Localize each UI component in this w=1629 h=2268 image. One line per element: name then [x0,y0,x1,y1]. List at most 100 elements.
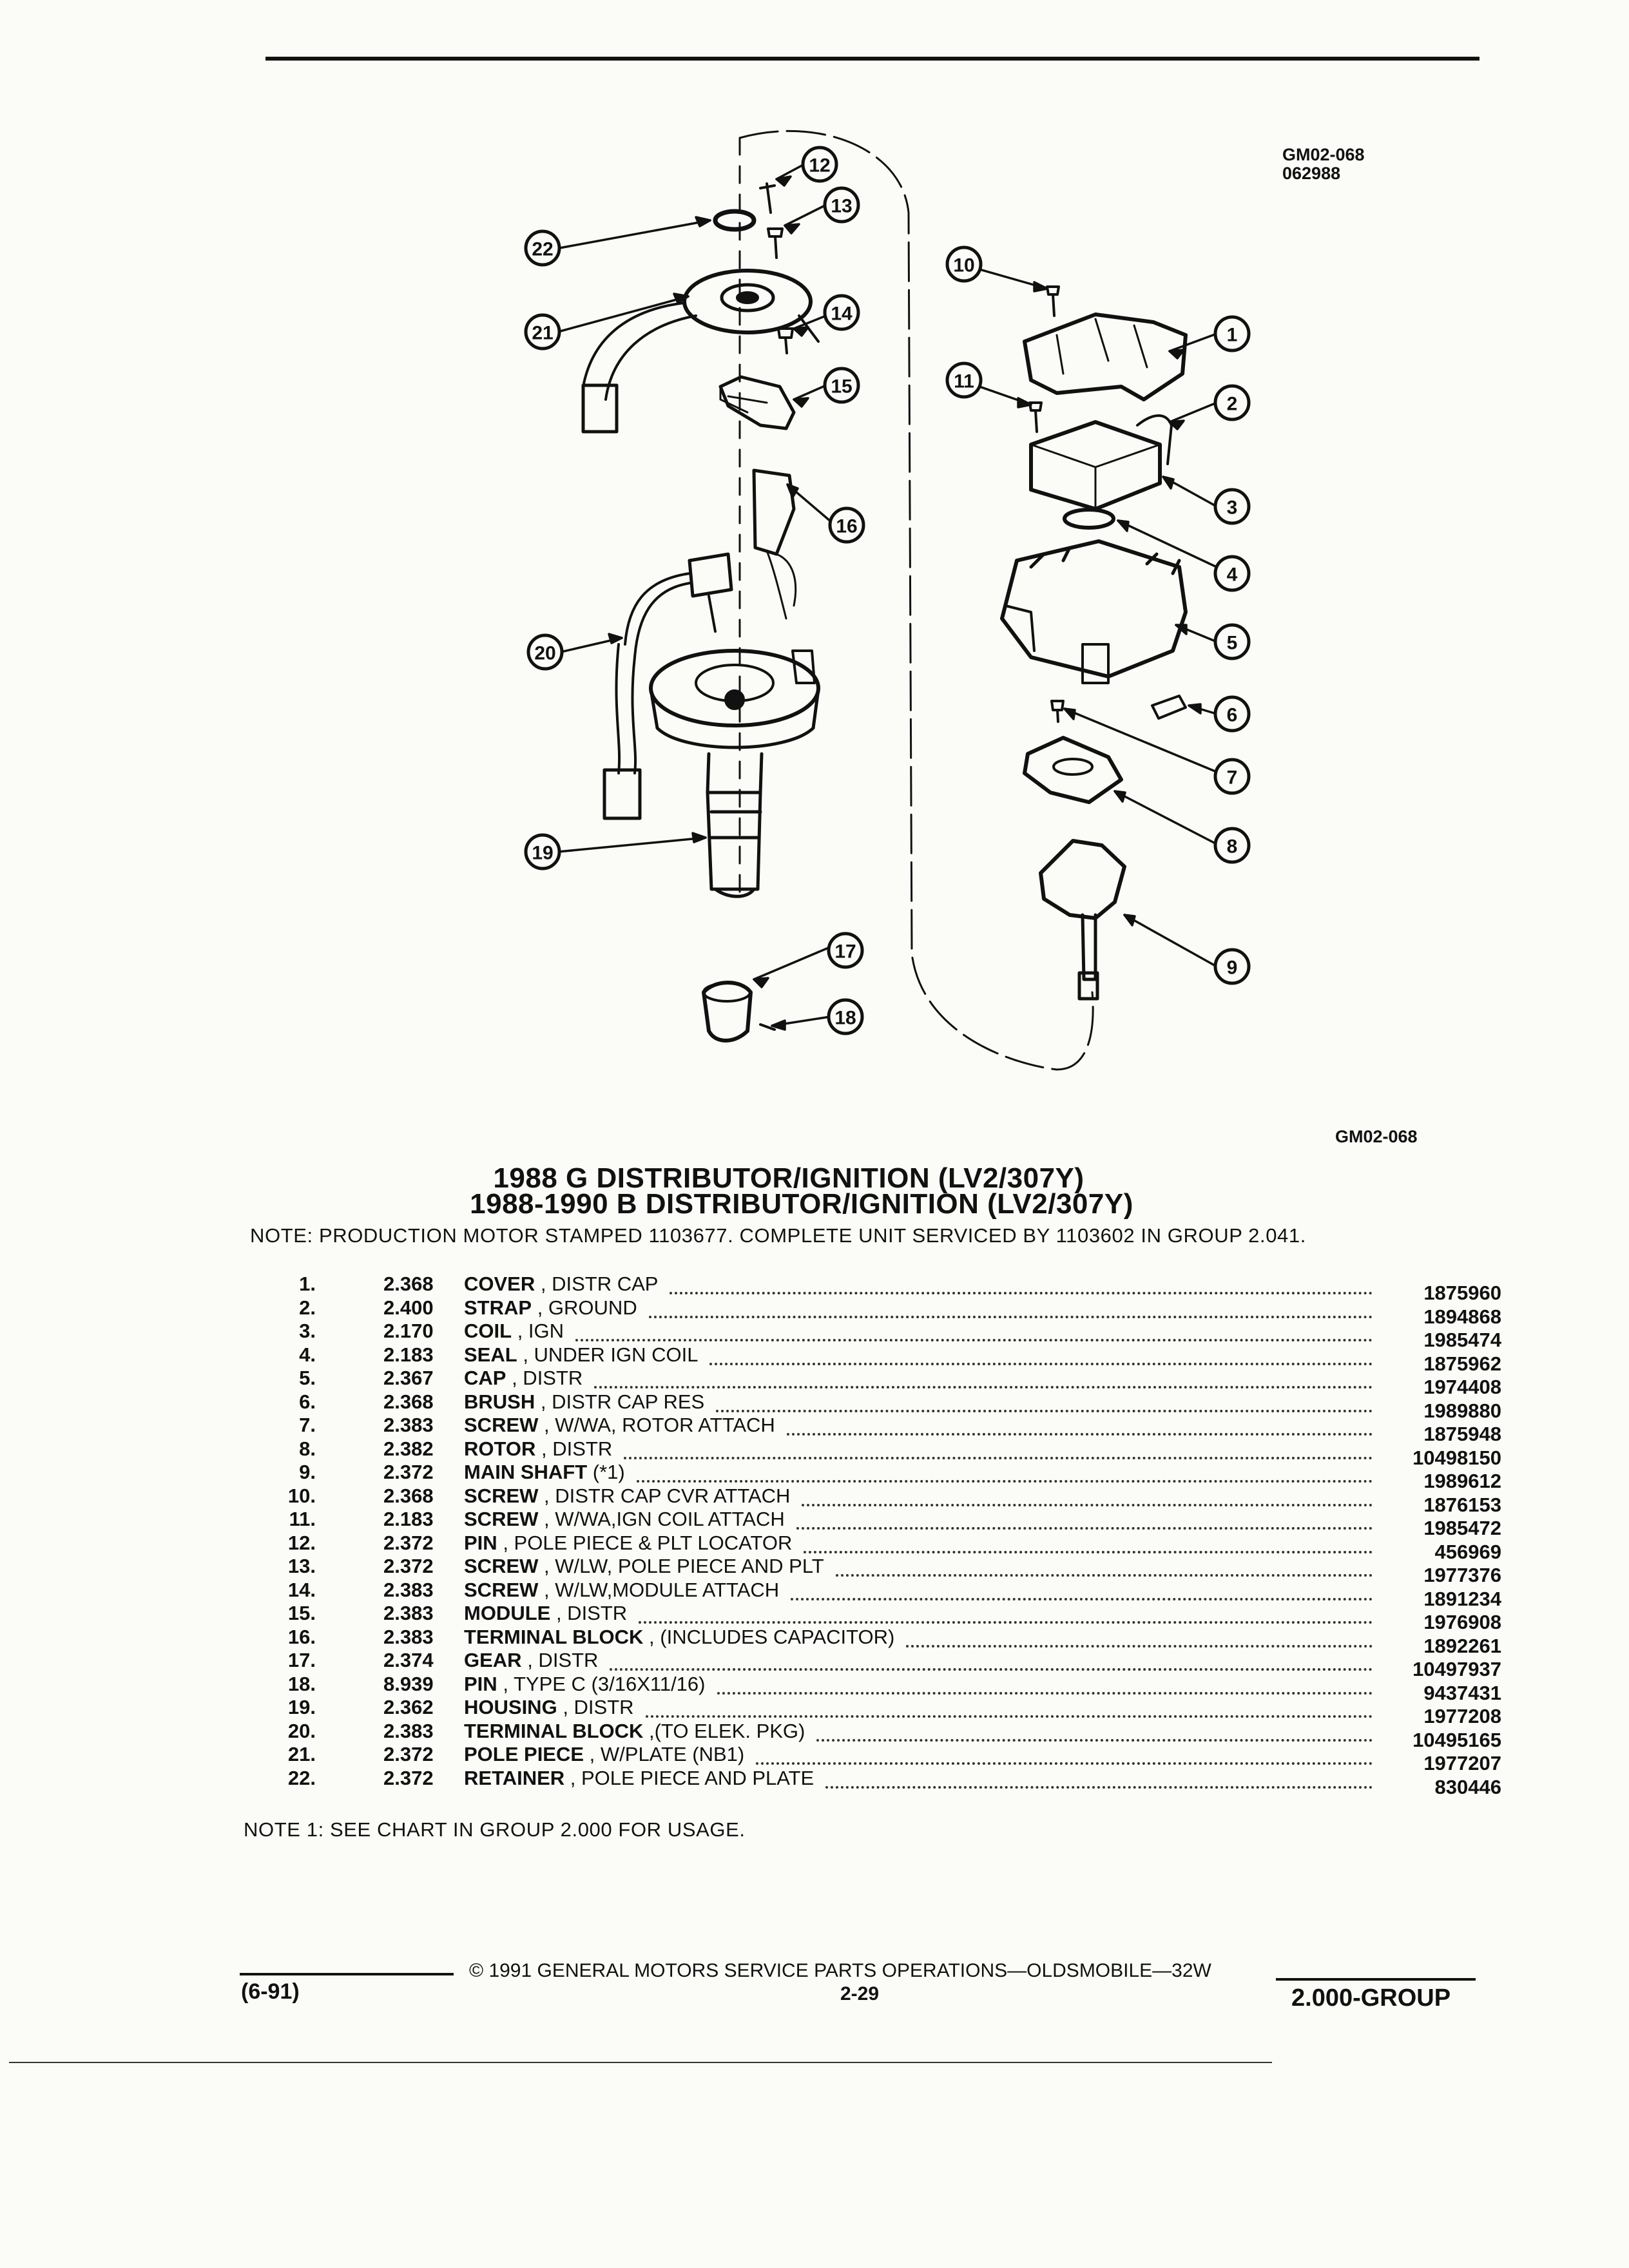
leader-22 [558,219,711,249]
group-number: 2.368 [383,1390,434,1413]
part-number: 1989880 [1423,1399,1501,1422]
part-number: 1876153 [1423,1493,1501,1516]
main-shaft-part [1039,839,1126,920]
dot-leader [796,1508,1373,1530]
screw-part-7 [1050,700,1065,723]
callout-9 [1213,948,1251,985]
part-number: 1989612 [1423,1470,1501,1492]
item-number: 3. [299,1320,316,1342]
callout-label-12: 12 [809,155,830,177]
callout-10 [945,245,983,283]
dot-leader [575,1320,1373,1341]
callout-label-9: 9 [1227,957,1238,979]
callout-5 [1213,623,1251,660]
part-name: POLE PIECE [464,1743,584,1765]
part-detail: , DISTR [512,1367,583,1389]
group-number: 2.183 [383,1508,434,1530]
part-description: SCREW , W/WA,IGN COIL ATTACH [464,1508,785,1531]
part-number: 1977207 [1423,1752,1501,1774]
page-number: 2-29 [840,1983,880,2004]
leader-14 [793,314,827,330]
callout-label-1: 1 [1227,325,1238,346]
group-number: 2.372 [383,1555,434,1577]
dot-leader [717,1673,1373,1695]
dot-leader [646,1696,1373,1718]
footer-rule-left [240,1973,454,1975]
part-number: 1985474 [1423,1329,1501,1351]
cover-part [1023,312,1188,401]
part-name: SCREW [464,1508,539,1530]
part-description: PIN , POLE PIECE & PLT LOCATOR [464,1532,792,1555]
retainer-part [713,209,757,232]
callout-21 [524,313,561,351]
group-number: 2.383 [383,1578,434,1601]
callout-label-3: 3 [1227,497,1238,519]
callout-label-18: 18 [834,1008,856,1029]
callout-label-17: 17 [834,941,856,963]
callout-label-11: 11 [954,371,974,392]
dot-leader [825,1767,1373,1789]
group-number: 2.372 [383,1766,434,1789]
part-detail: , DISTR [541,1437,613,1460]
callout-label-16: 16 [836,516,857,537]
assembly-guide-line [738,130,1094,1071]
part-detail: , W/PLATE (NB1) [589,1743,745,1765]
part-detail: , TYPE C (3/16X11/16) [503,1672,706,1695]
part-description: SCREW , W/LW,MODULE ATTACH [464,1579,779,1602]
part-name: STRAP [464,1296,532,1319]
callout-12 [801,146,838,183]
item-number: 10. [287,1484,316,1507]
item-number: 2. [299,1296,316,1319]
part-name: BRUSH [464,1390,535,1413]
part-detail: , W/LW, POLE PIECE AND PLT [544,1555,824,1577]
part-description: SEAL , UNDER IGN COIL [464,1343,698,1367]
part-detail: , UNDER IGN COIL [523,1343,699,1366]
pin-part [759,182,776,214]
dot-leader [804,1532,1373,1553]
part-number: 1875962 [1423,1352,1501,1375]
callout-13 [823,186,860,224]
part-description: ROTOR , DISTR [464,1437,612,1461]
group-number: 8.939 [383,1672,434,1695]
part-detail: , W/LW,MODULE ATTACH [544,1578,780,1601]
item-number: 15. [287,1602,316,1624]
item-number: 11. [289,1508,316,1530]
group-number: 2.383 [383,1719,434,1742]
item-number: 20. [287,1719,316,1742]
production-note: NOTE: PRODUCTION MOTOR STAMPED 1103677. … [250,1224,1306,1247]
brush-part [1151,695,1187,720]
group-number: 2.368 [383,1273,434,1295]
part-name: ROTOR [464,1437,536,1460]
date-code: 062988 [1282,164,1341,183]
item-number: 16. [287,1625,316,1648]
callout-label-2: 2 [1227,394,1238,415]
callout-label-4: 4 [1227,564,1238,586]
dot-leader [594,1367,1373,1389]
part-name: SEAL [464,1343,517,1366]
part-detail: , DISTR CAP CVR ATTACH [544,1484,791,1507]
part-name: SCREW [464,1555,539,1577]
group-number: 2.372 [383,1461,434,1483]
dot-leader [637,1461,1373,1483]
group-number: 2.183 [383,1343,434,1366]
seal-part [1063,508,1115,530]
figure-id-footer: GM02-068 [1335,1127,1418,1146]
dot-leader [836,1555,1373,1577]
leader-21 [557,295,689,333]
dot-leader [624,1437,1373,1459]
part-name: MODULE [464,1602,551,1624]
part-number: 1875960 [1423,1282,1501,1304]
part-name: HOUSING [464,1696,557,1718]
part-number: 10498150 [1412,1446,1501,1469]
part-detail: , IGN [517,1320,564,1342]
item-number: 13. [287,1555,316,1577]
callout-16 [828,506,865,544]
